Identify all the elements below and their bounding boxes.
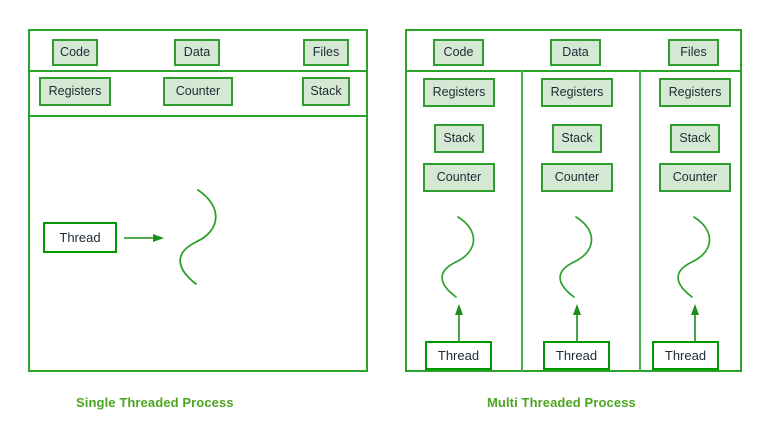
caption-multi-threaded-process: Multi Threaded Process [487,395,636,410]
panel-left-divider-1 [28,70,368,72]
panel-right-column-divider-2 [639,70,641,372]
resource-box-registers-col1: Registers [423,78,495,107]
resource-box-data-left: Data [174,39,220,66]
resource-box-counter-col1: Counter [423,163,495,192]
thread-box-left: Thread [43,222,117,253]
thread-arrow-up-col3 [691,304,699,344]
resource-box-counter-left: Counter [163,77,233,106]
resource-box-code-right: Code [433,39,484,66]
thread-box-col1: Thread [425,341,492,370]
resource-box-data-right: Data [550,39,601,66]
thread-arrow-up-col1 [455,304,463,344]
resource-box-registers-left: Registers [39,77,111,106]
resource-box-stack-col1: Stack [434,124,484,153]
resource-box-counter-col3: Counter [659,163,731,192]
thread-squiggle-col1 [441,216,475,298]
thread-box-col2: Thread [543,341,610,370]
resource-box-stack-col2: Stack [552,124,602,153]
resource-box-files-right: Files [668,39,719,66]
thread-arrow-right [124,234,164,242]
thread-box-col3: Thread [652,341,719,370]
resource-box-code-left: Code [52,39,98,66]
resource-box-counter-col2: Counter [541,163,613,192]
resource-box-registers-col3: Registers [659,78,731,107]
panel-right-column-divider-1 [521,70,523,372]
thread-arrow-up-col2 [573,304,581,344]
resource-box-stack-left: Stack [302,77,350,106]
thread-squiggle-left [179,189,217,285]
caption-single-threaded-process: Single Threaded Process [76,395,234,410]
panel-left-divider-2 [28,115,368,117]
thread-squiggle-col2 [559,216,593,298]
resource-box-stack-col3: Stack [670,124,720,153]
panel-right-divider-header [405,70,742,72]
thread-squiggle-col3 [677,216,711,298]
resource-box-registers-col2: Registers [541,78,613,107]
resource-box-files-left: Files [303,39,349,66]
